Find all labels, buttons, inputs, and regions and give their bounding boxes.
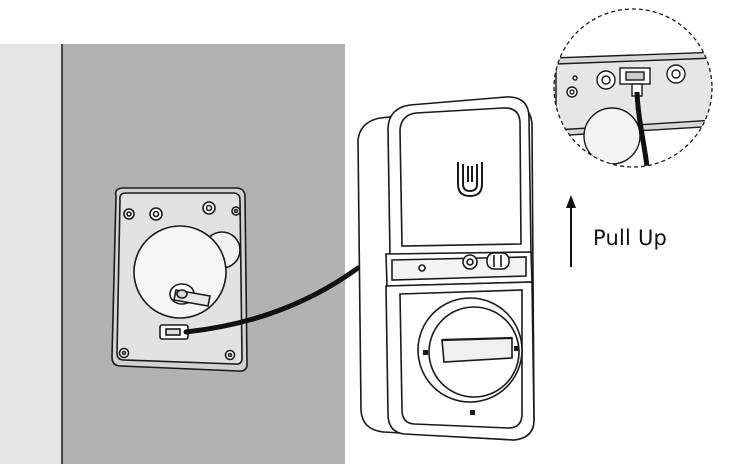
u-logo-icon bbox=[457, 162, 483, 198]
pull-up-label: Pull Up bbox=[593, 226, 668, 250]
detail-magnifier bbox=[553, 8, 713, 168]
mounting-plate bbox=[111, 187, 248, 372]
plate-connector bbox=[159, 324, 189, 340]
lock-lower-panel bbox=[385, 281, 535, 441]
thumbturn-knob bbox=[441, 336, 513, 363]
connector-plug bbox=[619, 67, 651, 97]
lock-top-cover bbox=[387, 96, 532, 257]
lock-device bbox=[357, 96, 535, 441]
wiring-cable bbox=[183, 265, 361, 335]
lock-indicator-icon bbox=[423, 346, 519, 415]
lock-middle-band bbox=[385, 251, 533, 287]
arrow-up-icon bbox=[566, 195, 576, 267]
door-spindle bbox=[169, 283, 211, 307]
